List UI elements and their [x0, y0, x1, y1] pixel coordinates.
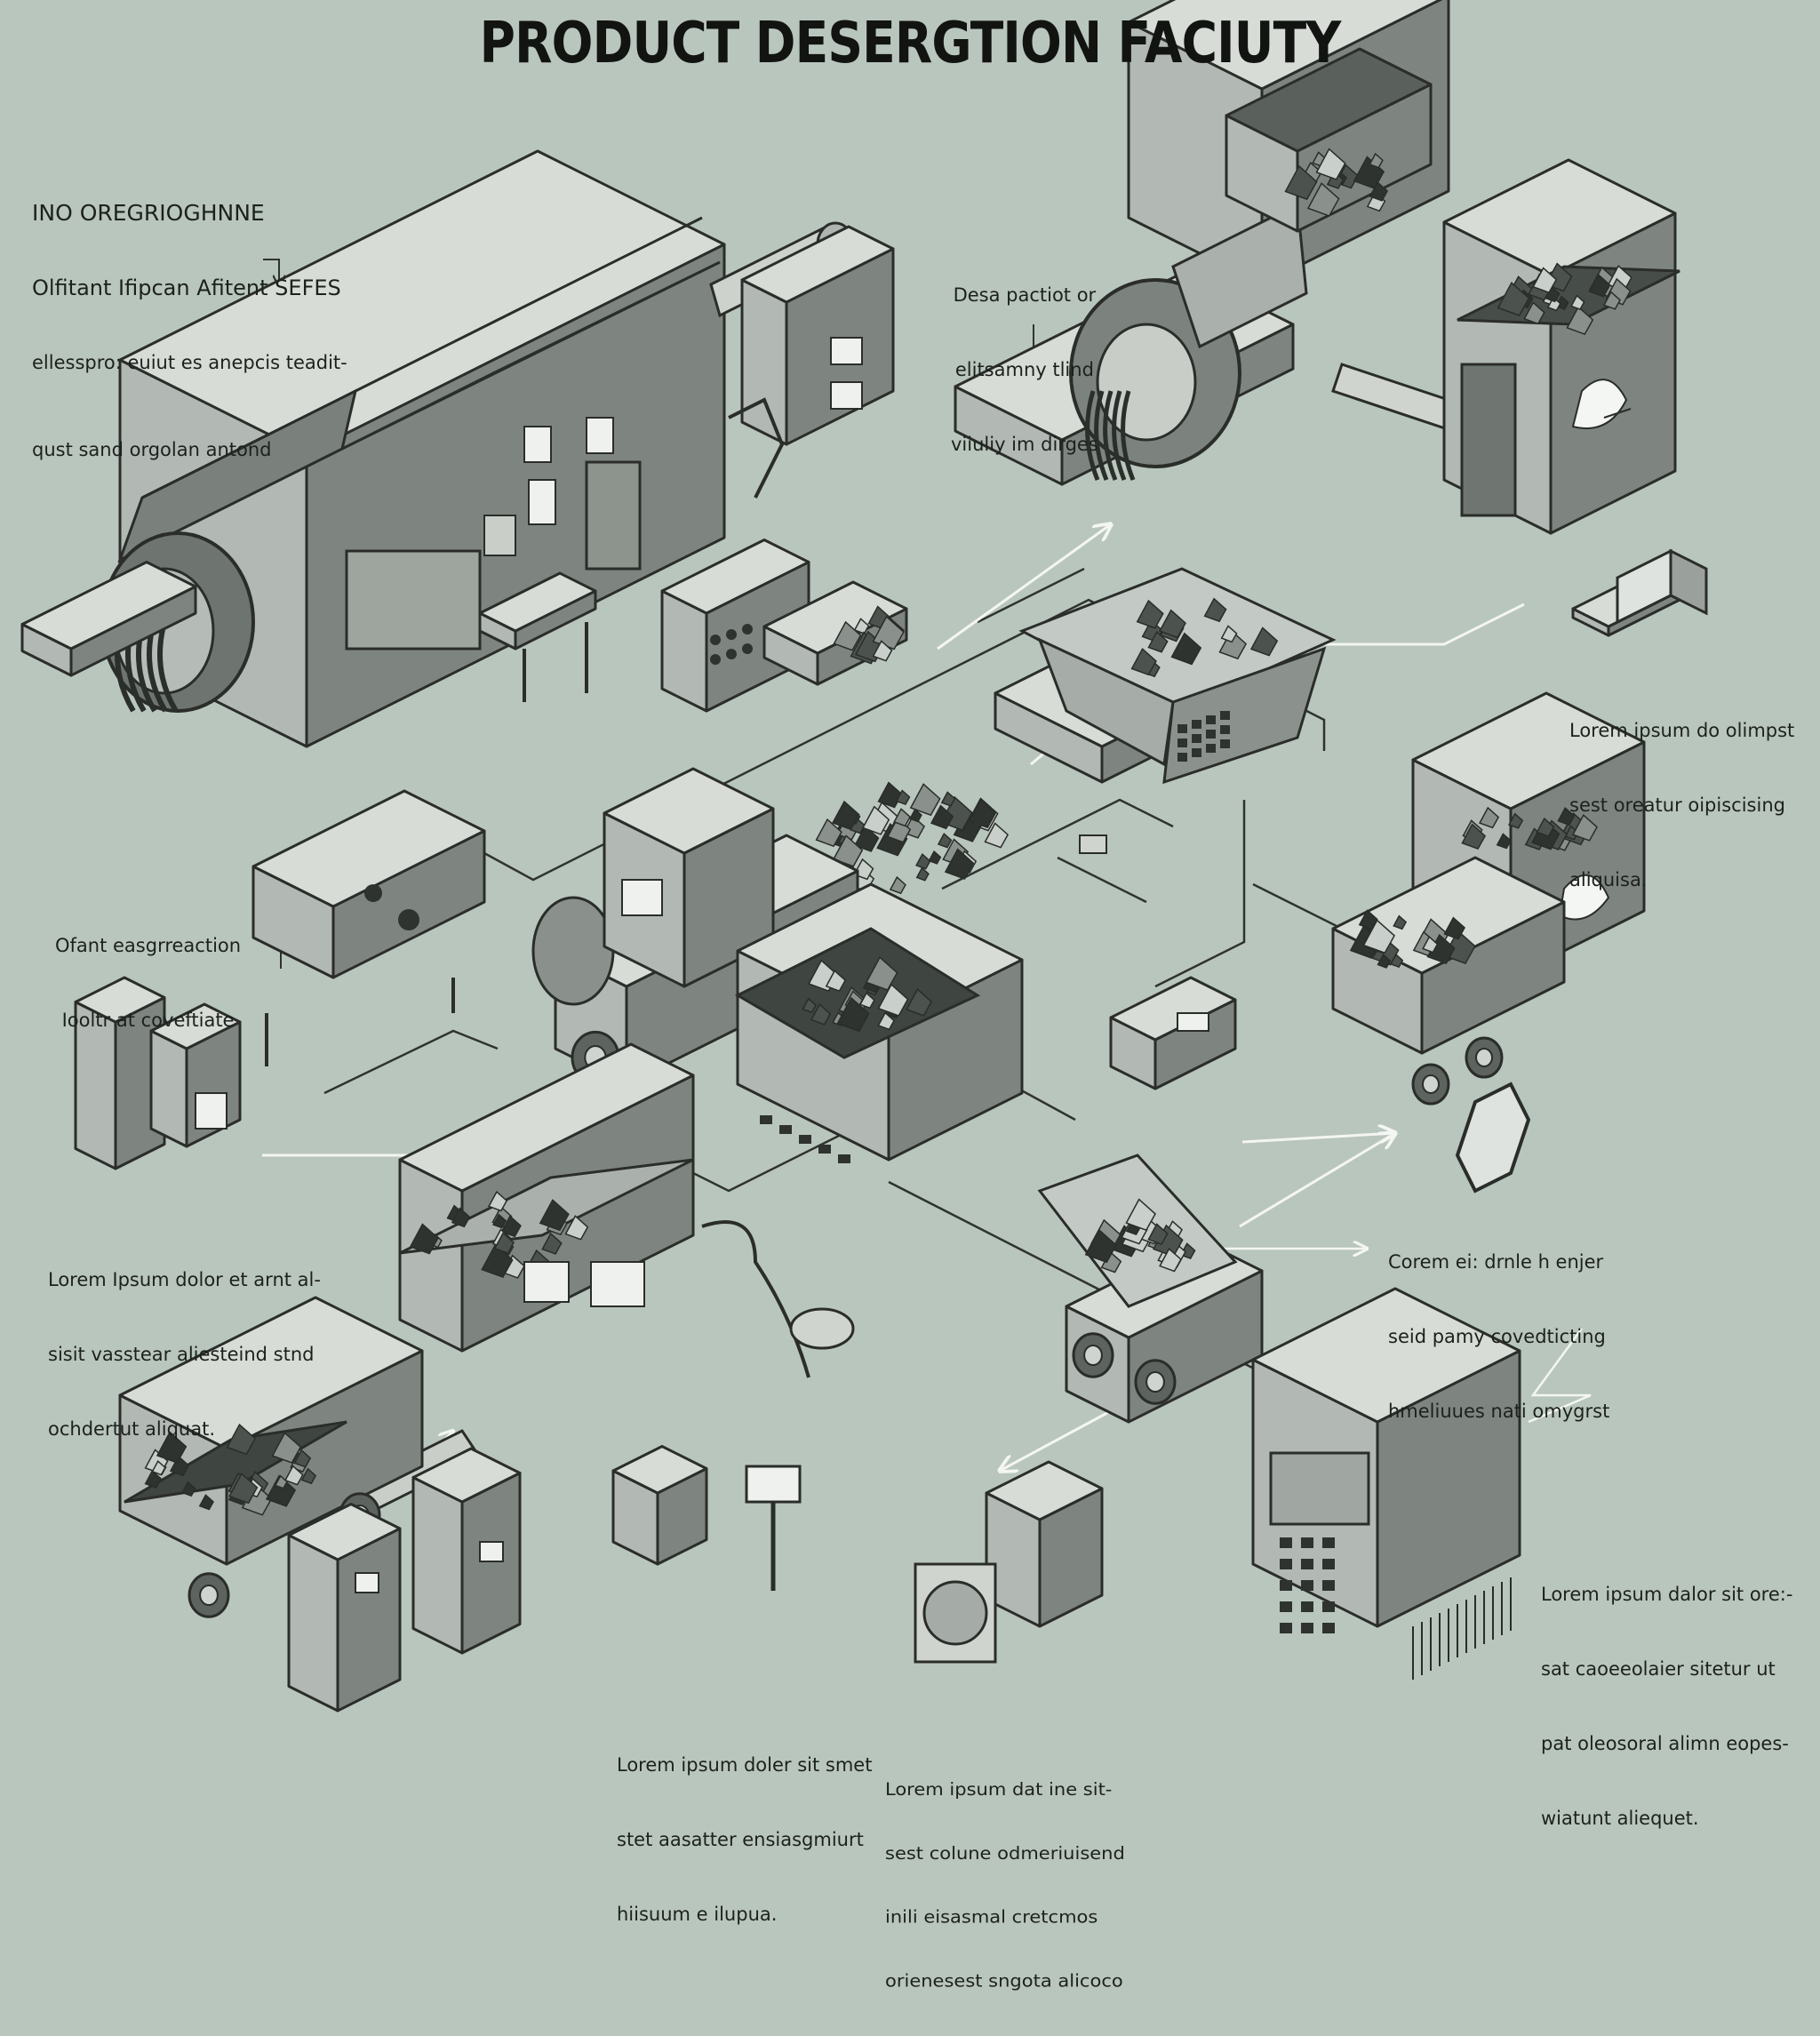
- debris-pile: [144, 1423, 317, 1516]
- left-middle-label-line: Iooltr at coveftiate: [61, 1010, 235, 1031]
- left-lower-label-line: ochdertut aliquat.: [48, 1418, 215, 1440]
- left-lower-label-line: sisit vasstear aliesteind stnd: [48, 1344, 315, 1365]
- right-lower-label-line: sat caoeeolaier sitetur ut: [1541, 1658, 1776, 1680]
- left-lower-label: Lorem Ipsum dolor et arnt al- sisit vass…: [48, 1218, 321, 1491]
- recycling-cart: [1331, 691, 1646, 1106]
- control-console: [660, 539, 908, 713]
- dispensers: [287, 1445, 802, 1713]
- wheeled-scrap-bin: [1037, 1154, 1264, 1424]
- control-machine: [1251, 1287, 1521, 1680]
- main-processing-hall: [20, 149, 895, 748]
- bottom-center-label-line: Lorem ipsum dat ine sit-: [885, 1779, 1113, 1800]
- right-upper-label-line: sest oreatur oipiscising: [1569, 794, 1785, 816]
- bottom-center-label-line: sest colune odmeriuisend: [885, 1843, 1125, 1864]
- left-middle-label: Ofant easgrreaction Iooltr at coveftiate: [55, 883, 241, 1082]
- bottom-center-left-label-line: stet aasatter ensiasgmiurt: [617, 1829, 864, 1850]
- workbench: [478, 397, 785, 702]
- top-center-label-line: elitsamny tlind: [954, 359, 1094, 380]
- bottom-center-label-line: inili eisasmal cretcmos: [885, 1907, 1098, 1928]
- shredder-machine: [954, 0, 1504, 486]
- header-label-line: INO OREGRIOGHNNE: [32, 200, 265, 226]
- right-lower-label-line: wiatunt aliequet.: [1541, 1808, 1699, 1829]
- right-lower-label-line: pat oleosoral alimn eopes-: [1541, 1733, 1789, 1754]
- right-middle-label-line: Corem ei: drnle h enjer: [1388, 1251, 1604, 1273]
- top-center-label-line: Desa pactiot or: [953, 284, 1097, 306]
- safe-unit: [914, 1460, 1104, 1664]
- central-scrap-pile: [815, 781, 1010, 895]
- top-center-label-line: viiuliy im dirges: [951, 434, 1098, 455]
- debris-pile: [1497, 262, 1632, 335]
- debris-pile: [1130, 597, 1279, 678]
- debris-pile: [1349, 909, 1476, 969]
- bottom-center-left-label-line: hiisuum e ilupua.: [617, 1904, 778, 1925]
- right-upper-label: Lorem ipsum do olimpst sest oreatur oipi…: [1569, 668, 1794, 942]
- bottom-center-left-label: Lorem ipsum doler sit smet stet aasatter…: [617, 1703, 872, 1976]
- page-title: PRODUCT DESERGTION FACIUTY: [479, 11, 1341, 76]
- left-middle-label-line: Ofant easgrreaction: [55, 935, 242, 956]
- hopper-unit: [994, 567, 1337, 785]
- debris-pile: [1461, 806, 1598, 851]
- right-upper-label-line: Lorem ipsum do olimpst: [1569, 720, 1795, 741]
- small-utility-cart: [1079, 834, 1237, 1090]
- central-scrap-bin: [734, 882, 1024, 1163]
- left-console: [251, 789, 486, 1066]
- bottom-center-label-line: orienesest sngota alicoco: [885, 1970, 1123, 1991]
- bottom-center-left-label-line: Lorem ipsum doler sit smet: [617, 1754, 873, 1776]
- debris-pile: [1284, 148, 1389, 217]
- computer-terminal: [1571, 548, 1708, 637]
- header-label-line: Olfitant Ifipcan Afitent SEFES: [32, 275, 341, 300]
- facility-diagram: [20, 0, 1708, 1713]
- debris-pile: [815, 781, 1010, 895]
- debris-pile: [833, 605, 906, 665]
- bottom-center-label: Lorem ipsum dat ine sit- sest colune odm…: [885, 1735, 1125, 2036]
- left-cabinets: [74, 976, 242, 1170]
- header-label-line: qust sand orgolan antond: [32, 439, 272, 460]
- right-middle-label-line: seid pamy covedticting: [1388, 1326, 1606, 1347]
- header-label-line: ellesspro: euiut es anepcis teadit-: [32, 352, 347, 373]
- right-middle-label-line: hmeliuues nati omygrst: [1388, 1401, 1610, 1422]
- right-lower-label: Lorem ipsum dalor sit ore:- sat caoeeola…: [1541, 1532, 1792, 1880]
- scrap-trailer: [118, 1296, 424, 1618]
- recycling-bin: [1442, 158, 1680, 535]
- top-center-label: Desa pactiot or elitsamny tlind viiuliy …: [951, 233, 1098, 507]
- right-upper-label-line: aliquisa.: [1569, 869, 1648, 890]
- shield-badge: [1455, 1082, 1531, 1194]
- left-lower-label-line: Lorem Ipsum dolor et arnt al-: [48, 1269, 321, 1290]
- debris-pile: [802, 956, 933, 1033]
- right-middle-label: Corem ei: drnle h enjer seid pamy covedt…: [1388, 1200, 1609, 1473]
- facility-infographic: PRODUCT DESERGTION FACIUTY INO OREGRIOGH…: [20, 0, 1794, 1990]
- header-label: INO OREGRIOGHNNE Olfitant Ifipcan Afiten…: [32, 151, 347, 512]
- debris-pile: [1084, 1198, 1196, 1273]
- right-lower-label-line: Lorem ipsum dalor sit ore:-: [1541, 1584, 1793, 1605]
